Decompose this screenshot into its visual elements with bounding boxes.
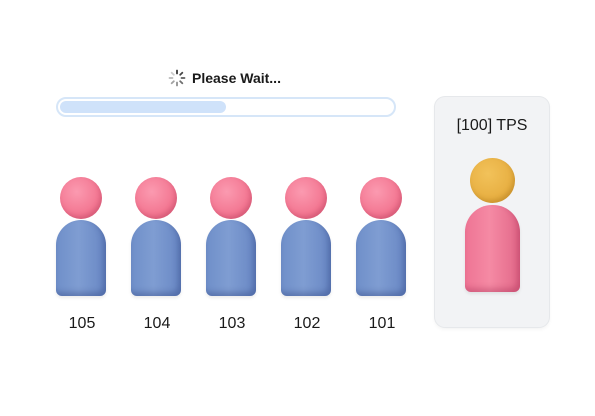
person-head bbox=[210, 177, 252, 219]
person-label: 101 bbox=[368, 315, 396, 332]
person-label: 102 bbox=[293, 315, 321, 332]
status-line: Please Wait... bbox=[168, 68, 281, 88]
queue-person: 102 bbox=[281, 177, 333, 332]
person-body bbox=[281, 220, 331, 296]
server-person-body bbox=[465, 205, 520, 292]
person-body bbox=[206, 220, 256, 296]
server-panel: [100] TPS bbox=[435, 97, 549, 327]
queue-person: 105 bbox=[56, 177, 108, 332]
queue-person: 103 bbox=[206, 177, 258, 332]
person-head bbox=[360, 177, 402, 219]
person-body bbox=[131, 220, 181, 296]
progress-bar bbox=[56, 97, 396, 117]
person-body bbox=[56, 220, 106, 296]
status-text: Please Wait... bbox=[192, 70, 281, 86]
person-head bbox=[285, 177, 327, 219]
person-label: 105 bbox=[68, 315, 96, 332]
person-label: 103 bbox=[218, 315, 246, 332]
queue-person: 101 bbox=[356, 177, 408, 332]
server-title: [100] TPS bbox=[456, 117, 528, 134]
person-label: 104 bbox=[143, 315, 171, 332]
person-head bbox=[135, 177, 177, 219]
spinner-icon bbox=[168, 69, 186, 87]
server-person-head bbox=[470, 158, 515, 203]
progress-fill bbox=[60, 101, 226, 113]
person-head bbox=[60, 177, 102, 219]
queue-person: 104 bbox=[131, 177, 183, 332]
person-body bbox=[356, 220, 406, 296]
